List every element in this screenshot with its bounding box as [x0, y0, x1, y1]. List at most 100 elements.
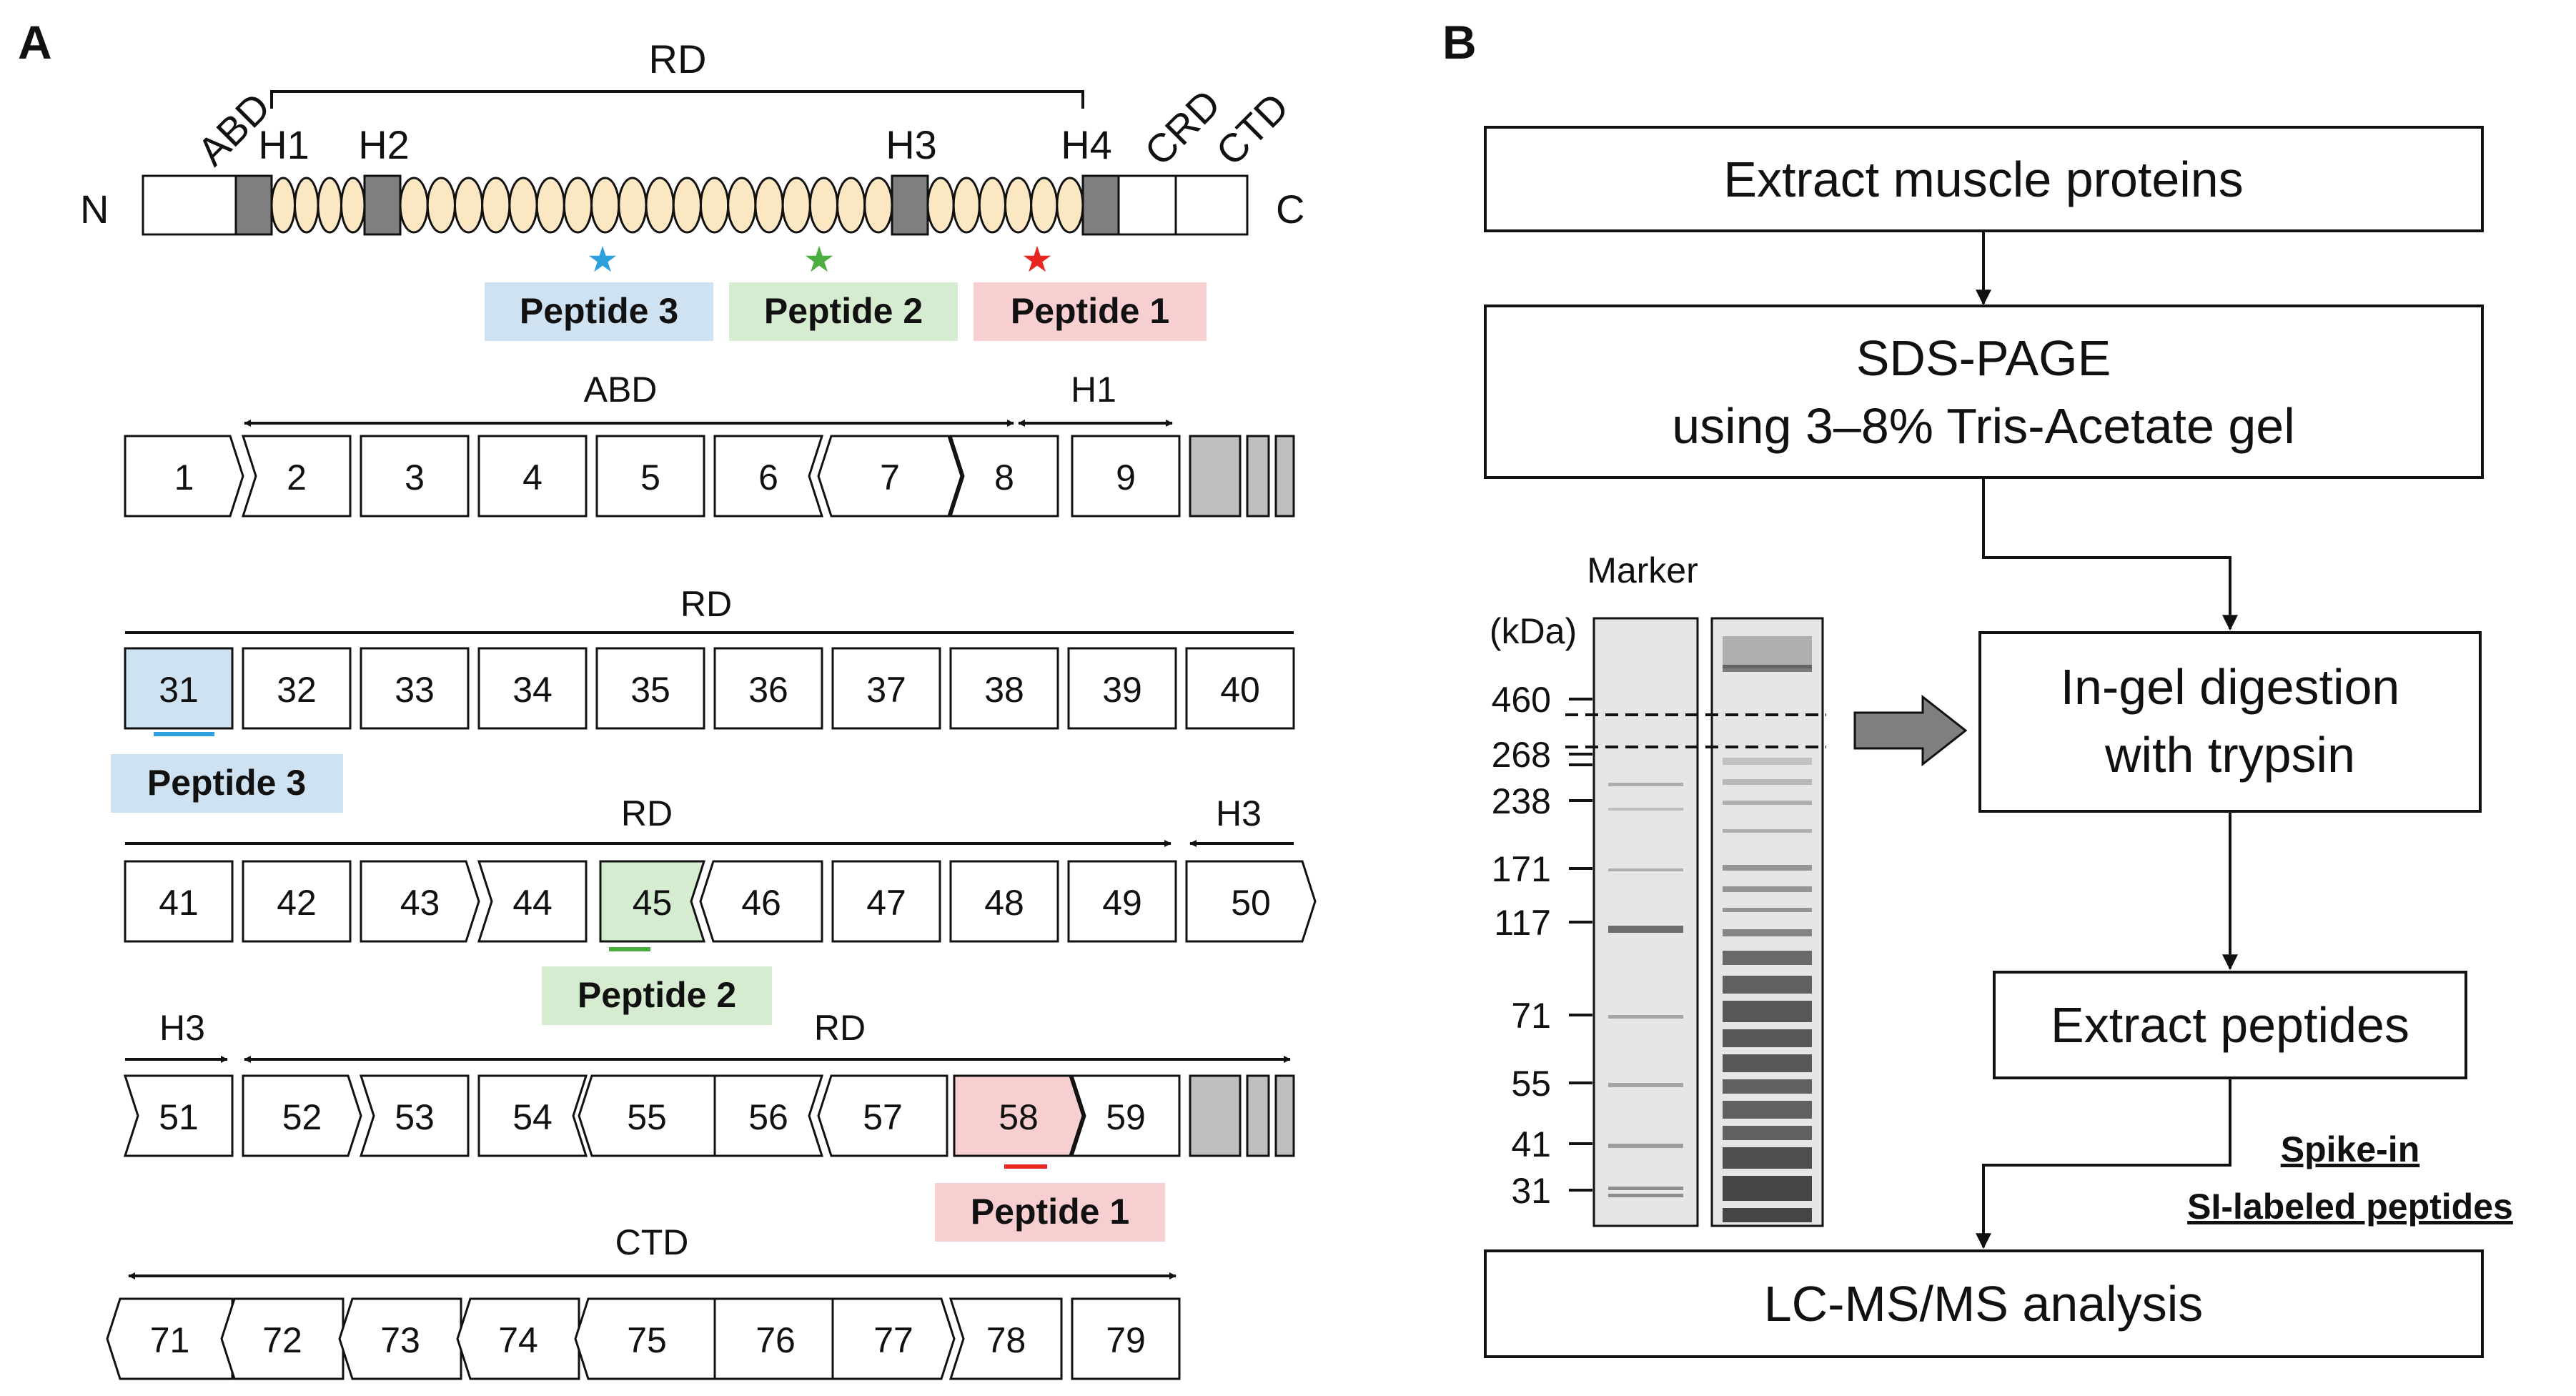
- spectrin-repeat-ellipse: [563, 177, 593, 234]
- exon-box: [360, 860, 480, 943]
- exon-number: 54: [512, 1097, 553, 1137]
- spectrin-repeat-ellipse: [340, 177, 366, 234]
- step-extract-peptides-box: [1993, 971, 2467, 1079]
- peptide3-top-label: Peptide 3: [520, 291, 678, 331]
- exon-number: 52: [282, 1097, 322, 1137]
- spectrin-repeat-ellipse: [978, 177, 1006, 234]
- gel-band: [1723, 865, 1812, 871]
- exon-box: [817, 1074, 948, 1157]
- spectrin-repeat-ellipse: [836, 177, 866, 234]
- exon-number: 41: [159, 883, 199, 923]
- exon-number: 48: [984, 883, 1024, 923]
- spectrin-repeat-ellipse: [317, 177, 342, 234]
- gel-band: [1723, 1029, 1812, 1047]
- exon-box: [831, 1297, 956, 1380]
- exon-number: 50: [1231, 883, 1271, 923]
- n-terminus-label: N: [80, 187, 109, 232]
- exon-box: [1071, 435, 1181, 518]
- gel-marker-lane: [1592, 617, 1699, 1227]
- gel-band: [1723, 929, 1812, 936]
- peptide1-top-box: [974, 282, 1207, 341]
- exon-box: [1071, 1297, 1181, 1380]
- spectrin-repeat-ellipse: [294, 177, 319, 234]
- gel-band: [1608, 1083, 1683, 1087]
- exon-number: 9: [1116, 457, 1136, 497]
- peptide3-row-label: Peptide 3: [147, 763, 306, 803]
- gel-band: [1723, 758, 1812, 765]
- row4-h3-label: H3: [159, 1008, 205, 1048]
- exon-box: [359, 1074, 470, 1157]
- gel-bands: [1608, 636, 1812, 1222]
- exon-box: [242, 1074, 362, 1157]
- flow-arrow-4: [1976, 1079, 2231, 1249]
- exon-box: [477, 860, 588, 943]
- gel-marker-value: 55: [1511, 1064, 1551, 1104]
- gel-band: [1723, 1001, 1812, 1022]
- gel-band: [1723, 1208, 1812, 1222]
- row5-ctd-label: CTD: [615, 1222, 689, 1262]
- exon-box: [456, 1297, 580, 1380]
- exon-number: 59: [1106, 1097, 1146, 1137]
- peptide1-star-icon: ★: [1021, 239, 1054, 279]
- gel-band: [1723, 908, 1812, 912]
- exon-number: 6: [758, 457, 778, 497]
- gel-marker-value: 238: [1492, 781, 1551, 821]
- exon-box: [1185, 647, 1295, 730]
- exon-number: 37: [866, 670, 906, 710]
- hinge-h4: [1081, 174, 1120, 236]
- step-extract-proteins-label: Extract muscle proteins: [1723, 152, 2243, 207]
- gel-band: [1723, 976, 1812, 994]
- exon-number: 39: [1102, 670, 1142, 710]
- exon-box: [948, 435, 1059, 518]
- spectrin-repeat-ellipse: [781, 177, 811, 234]
- step-extract-proteins-box: [1484, 126, 2484, 232]
- gel-band: [1723, 1176, 1812, 1201]
- exon-number: 73: [380, 1320, 420, 1360]
- step-sds-page-sublabel: using 3–8% Tris-Acetate gel: [1672, 398, 2295, 454]
- exon-number: 49: [1102, 883, 1142, 923]
- hinge-block: [1246, 1074, 1270, 1157]
- spectrin-repeat-ellipse: [453, 177, 484, 234]
- exon-number: 45: [633, 883, 673, 923]
- exon-box: [831, 647, 941, 730]
- exon-number: 77: [873, 1320, 913, 1360]
- exon-box: [574, 1297, 720, 1380]
- peptide1-row-box: [935, 1183, 1165, 1242]
- h1-label: H1: [258, 122, 309, 167]
- spectrin-repeat-ellipse: [1030, 177, 1059, 234]
- step-in-gel-digestion-box: [1978, 631, 2482, 813]
- exon-number: 42: [277, 883, 317, 923]
- spectrin-repeat-ellipse: [699, 177, 730, 234]
- ctd-domain-box: [1174, 174, 1249, 236]
- gel-band: [1723, 1147, 1812, 1169]
- exon-number: 32: [277, 670, 317, 710]
- exon-number: 76: [756, 1320, 796, 1360]
- exon-box: [817, 435, 963, 518]
- gel-marker-value: 460: [1492, 680, 1551, 720]
- step-lcms-label: LC-MS/MS analysis: [1764, 1276, 2204, 1332]
- step-in-gel-digestion-sublabel: with trypsin: [2104, 727, 2355, 783]
- step-extract-peptides-label: Extract peptides: [2051, 997, 2409, 1053]
- gel-band: [1723, 886, 1812, 892]
- exon-box: [699, 860, 823, 943]
- exon-number: 78: [986, 1320, 1026, 1360]
- spectrin-repeat-ellipse: [926, 177, 955, 234]
- exon-number: 2: [287, 457, 307, 497]
- hinge-h3: [891, 174, 929, 236]
- gel-sample-lane: [1710, 617, 1824, 1227]
- exon-number: 53: [395, 1097, 435, 1137]
- exon-box: [338, 1297, 462, 1380]
- exon-number: 3: [405, 457, 425, 497]
- peptide2-row-box: [542, 966, 772, 1025]
- spike-in-label: Spike-in: [2281, 1129, 2419, 1169]
- gel-band: [1608, 1015, 1683, 1019]
- peptide3-star-icon: ★: [587, 239, 619, 279]
- c-terminus-label: C: [1276, 187, 1304, 232]
- spectrin-repeat-ellipse: [808, 177, 839, 234]
- flow-arrow-2: [1982, 479, 2238, 631]
- exon-number: 7: [880, 457, 900, 497]
- excision-arrow-icon: [1853, 694, 1968, 767]
- spectrin-repeat-ellipse: [1004, 177, 1033, 234]
- peptide1-row-label: Peptide 1: [971, 1192, 1129, 1232]
